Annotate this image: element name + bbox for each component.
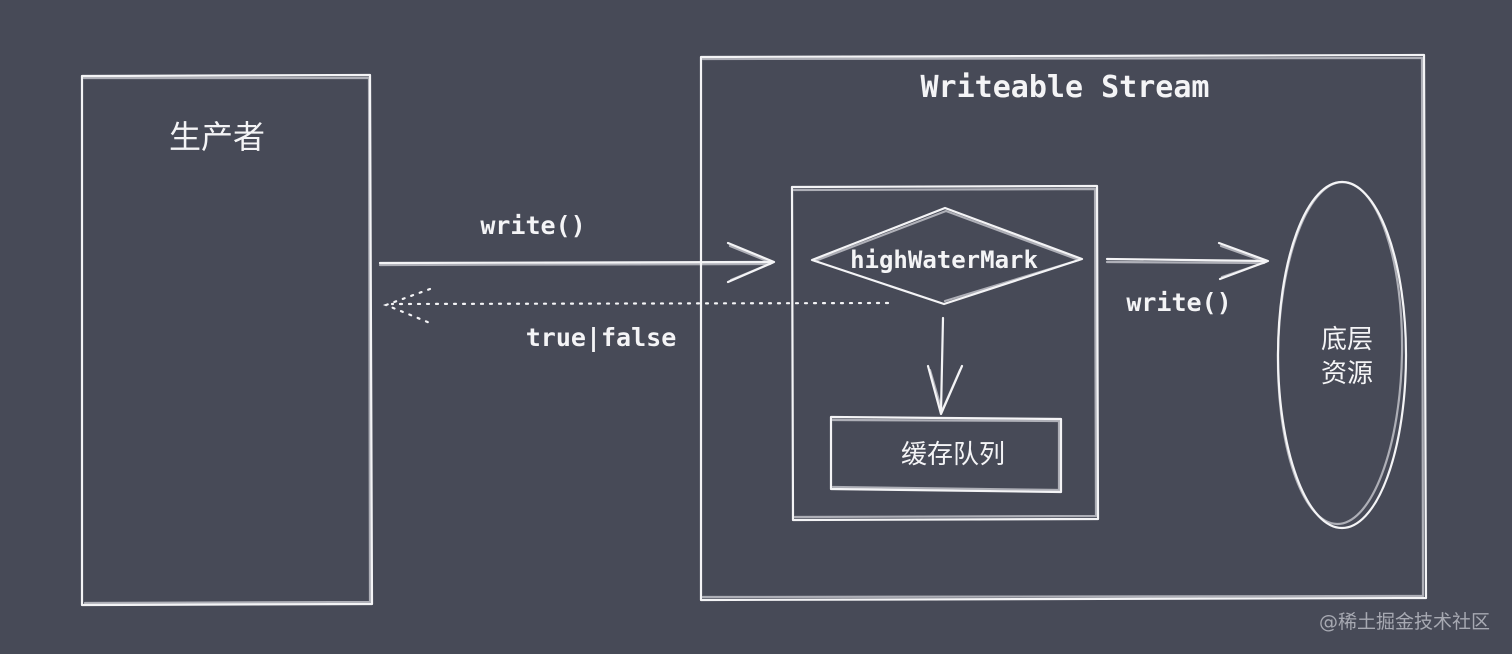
resource-write-arrow (1105, 241, 1270, 281)
write-arrow (378, 241, 776, 284)
return-arrow (382, 287, 890, 325)
inner-stream-box (790, 184, 1100, 522)
highwatermark-label: highWaterMark (850, 246, 1038, 274)
write-arrow-label: write() (480, 211, 585, 240)
buffer-arrow (926, 316, 964, 416)
buffer-queue-label: 缓存队列 (901, 440, 1005, 470)
resource-ellipse (1276, 180, 1408, 530)
writeable-stream-box (699, 53, 1428, 602)
watermark-text: @稀土掘金技术社区 (1319, 611, 1490, 633)
producer-label: 生产者 (169, 118, 265, 156)
writeable-stream-title: Writeable Stream (921, 70, 1210, 105)
resource-label-line2: 资源 (1321, 359, 1373, 389)
resource-label-line1: 底层 (1321, 325, 1373, 355)
buffer-queue-box (829, 415, 1063, 494)
return-value-label: true|false (526, 323, 677, 352)
highwatermark-diamond (810, 206, 1084, 306)
resource-write-label: write() (1126, 288, 1231, 317)
producer-box (80, 73, 374, 607)
